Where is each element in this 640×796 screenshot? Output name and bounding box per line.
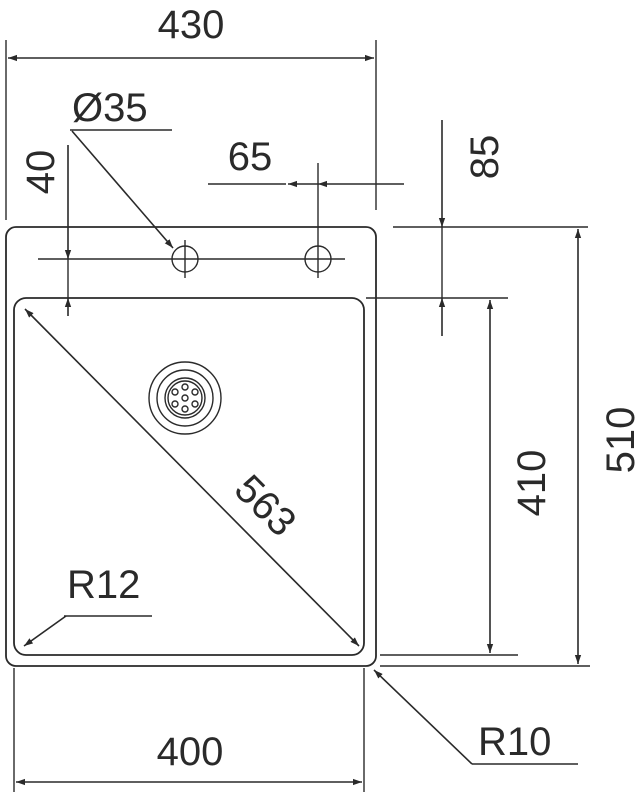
label-overall-height: 510 bbox=[599, 407, 640, 474]
dim-outer-radius: R10 bbox=[373, 669, 578, 765]
drain-strainer bbox=[148, 361, 222, 435]
dim-inner-radius: R12 bbox=[23, 563, 152, 647]
label-bowl-width: 400 bbox=[157, 730, 224, 774]
dim-overall-height: 510 bbox=[380, 229, 640, 667]
dim-hole-offset: 40 bbox=[19, 145, 72, 316]
bowl-outline bbox=[13, 297, 365, 656]
dim-top-width: 430 bbox=[5, 3, 377, 220]
sink-outline bbox=[5, 226, 377, 667]
label-hole-offset: 40 bbox=[19, 150, 63, 195]
label-top-width: 430 bbox=[158, 3, 225, 47]
dim-bowl-width: 400 bbox=[13, 668, 365, 792]
dim-rim-offset: 85 bbox=[366, 120, 588, 336]
sink-outer-rim bbox=[5, 226, 377, 667]
dim-hole-spacing: 65 bbox=[208, 135, 404, 188]
tap-holes bbox=[38, 163, 345, 278]
dim-hole-diameter: Ø35 bbox=[70, 86, 174, 249]
label-rim-offset: 85 bbox=[463, 135, 507, 180]
label-hole-spacing: 65 bbox=[228, 135, 273, 179]
dim-bowl-height: 410 bbox=[380, 300, 554, 656]
label-diagonal: 563 bbox=[226, 467, 304, 545]
label-outer-radius: R10 bbox=[478, 720, 551, 764]
label-hole-diameter: Ø35 bbox=[72, 86, 148, 130]
label-bowl-height: 410 bbox=[510, 450, 554, 517]
label-inner-radius: R12 bbox=[67, 563, 140, 607]
